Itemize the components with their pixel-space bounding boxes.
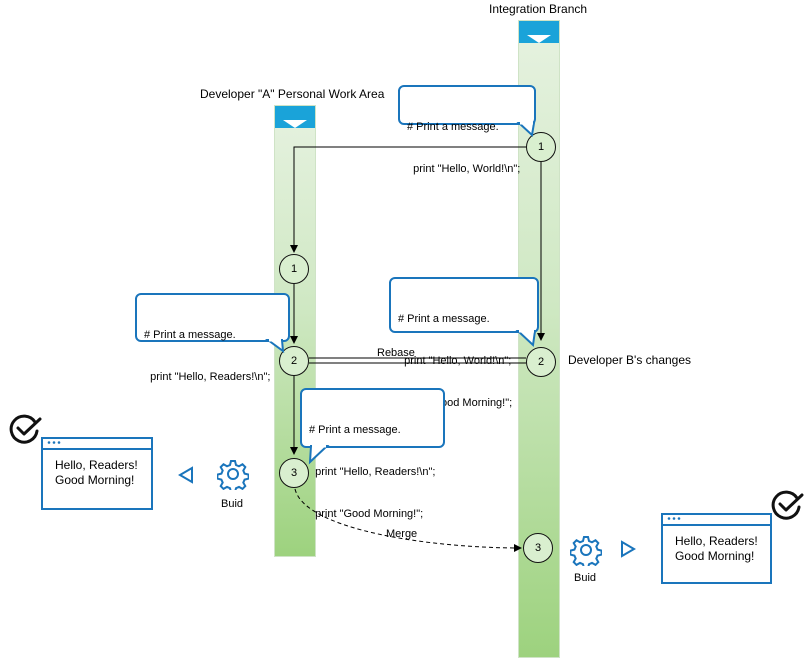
merge-label: Merge [386, 528, 418, 540]
bubble-line: # Print a message. [407, 121, 499, 133]
window-title-bar [43, 439, 151, 450]
rebase-label: Rebase [377, 347, 415, 359]
output-line: Hello, Readers! [55, 458, 138, 472]
lane-header-icon [519, 21, 559, 43]
bubble-line: # Print a message. [309, 424, 401, 436]
triangle-left-icon [178, 466, 193, 484]
code-bubble-developer-3: # Print a message. print "Hello, Readers… [300, 388, 445, 520]
integration-node-1[interactable]: 1 [526, 132, 556, 162]
bubble-line: print "Hello, World!\n"; [407, 163, 521, 175]
bubble-line: # Print a message. [398, 313, 490, 325]
bubble-line: print "Good Morning!"; [309, 508, 424, 520]
lane-header-icon [275, 106, 315, 128]
bubble-line: print "Hello, World!\n"; [398, 355, 512, 367]
bubble-line: print "Hello, Readers!\n"; [309, 466, 436, 478]
developer-b-changes-label: Developer B's changes [568, 353, 692, 367]
build-label-left: Buid [221, 498, 244, 510]
build-label-right: Buid [574, 572, 597, 584]
build-output-window-right: Hello, Readers! Good Morning! [661, 513, 772, 584]
gear-icon[interactable] [217, 458, 249, 490]
check-circle-icon [9, 414, 42, 444]
window-dots-icon [667, 517, 681, 520]
output-line: Good Morning! [675, 549, 755, 563]
integration-branch-title: Integration Branch [489, 2, 588, 16]
bubble-line: # Print a message. [144, 329, 236, 341]
integration-node-2[interactable]: 2 [526, 347, 556, 377]
window-title-bar [663, 515, 770, 526]
window-dots-icon [47, 441, 61, 444]
output-line: Good Morning! [55, 473, 135, 487]
triangle-right-icon [621, 540, 636, 558]
gear-icon[interactable] [570, 534, 602, 566]
bubble-line: print "Hello, Readers!\n"; [144, 371, 271, 383]
output-line: Hello, Readers! [675, 534, 758, 548]
check-circle-icon [771, 490, 804, 520]
developer-a-area-title: Developer "A" Personal Work Area [200, 87, 385, 101]
integration-node-3[interactable]: 3 [523, 533, 553, 563]
code-bubble-integration-1: # Print a message. print "Hello, World!\… [398, 85, 536, 175]
build-output-window-left: Hello, Readers! Good Morning! [41, 437, 153, 510]
code-bubble-developer-2: # Print a message. print "Hello, Readers… [135, 293, 290, 383]
developer-node-1[interactable]: 1 [279, 254, 309, 284]
developer-node-3[interactable]: 3 [279, 458, 309, 488]
